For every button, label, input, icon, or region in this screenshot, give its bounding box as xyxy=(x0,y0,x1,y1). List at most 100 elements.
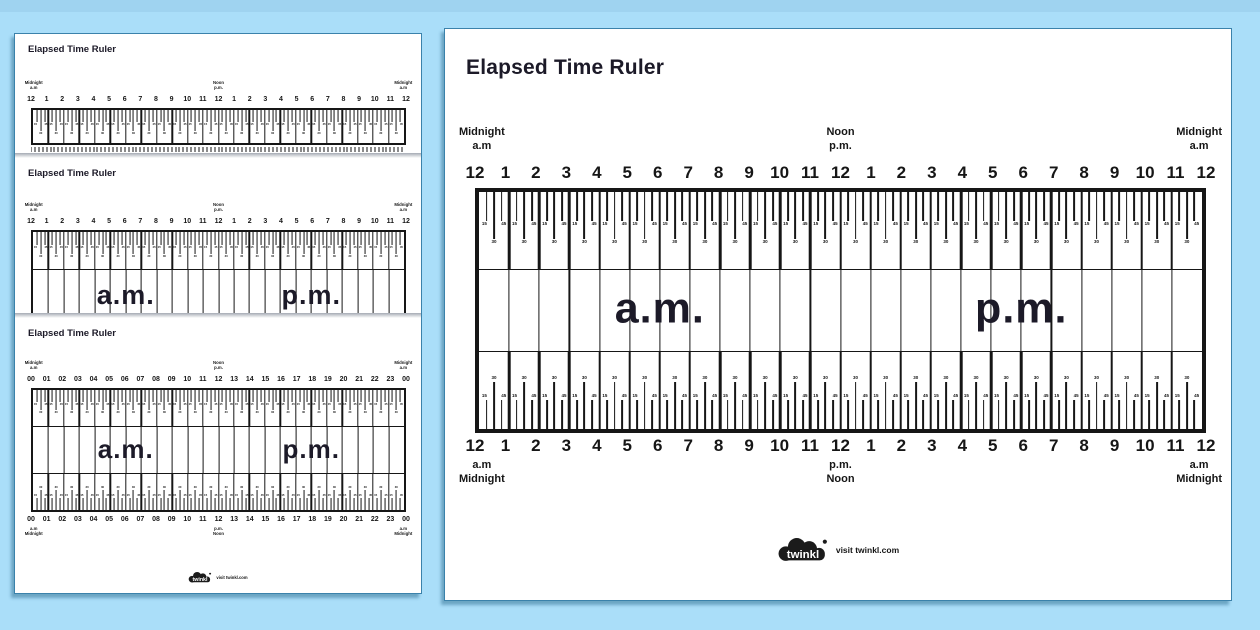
minute-tick-label: 45 xyxy=(892,393,898,399)
minute-tick-label: 45 xyxy=(152,121,156,126)
minute-tick-label: 45 xyxy=(245,121,249,126)
minute-tick xyxy=(221,389,223,402)
minute-tick-label: 15 xyxy=(873,220,879,226)
minute-tick xyxy=(1042,191,1045,221)
minute-tick-label: 15 xyxy=(204,121,208,126)
minute-tick xyxy=(221,109,223,122)
tick-dash xyxy=(202,146,204,152)
minute-tick-label: 45 xyxy=(245,492,249,497)
minute-tick-label: 45 xyxy=(399,401,403,406)
hour-number: 1 xyxy=(500,163,511,183)
tick-dash xyxy=(358,146,360,152)
minute-tick xyxy=(353,389,355,402)
minute-tick-label: 30 xyxy=(702,238,708,244)
minute-tick-label: 45 xyxy=(591,220,597,226)
minute-tick-label: 15 xyxy=(994,220,1000,226)
minute-tick xyxy=(113,109,115,122)
minute-tick-label: 15 xyxy=(234,492,239,497)
minute-tick-label: 15 xyxy=(358,121,362,126)
minute-tick-label: 30 xyxy=(394,484,398,489)
minute-tick-label: 15 xyxy=(49,401,53,406)
minute-tick-label: 45 xyxy=(1073,393,1079,399)
tick-dash xyxy=(307,146,309,152)
minute-tick xyxy=(206,497,208,510)
minute-tick xyxy=(330,497,332,510)
minute-tick-label: 15 xyxy=(963,220,969,226)
minute-tick xyxy=(318,389,320,410)
minute-tick-label: 30 xyxy=(209,253,213,258)
hour-line xyxy=(94,109,96,143)
minute-tick xyxy=(98,389,100,402)
minute-tick xyxy=(636,191,639,221)
minute-tick xyxy=(163,489,165,510)
hour-line xyxy=(1080,351,1083,429)
minute-tick-label: 30 xyxy=(332,409,336,414)
minute-tick-label: 45 xyxy=(291,401,295,406)
minute-tick xyxy=(314,497,316,510)
minute-tick xyxy=(314,231,316,245)
hour-number: 5 xyxy=(294,218,299,226)
minute-tick-label: 30 xyxy=(317,253,321,258)
minute-tick xyxy=(530,191,533,221)
minute-tick xyxy=(190,109,192,122)
hour-line xyxy=(202,109,204,143)
ruler-endpoint-label: Midnight xyxy=(1176,126,1223,138)
minute-tick-label: 15 xyxy=(49,121,53,126)
hour-line xyxy=(372,473,374,510)
minute-tick xyxy=(82,497,84,510)
hour-number: 7 xyxy=(1048,163,1059,183)
minute-tick-label: 45 xyxy=(772,393,778,399)
hour-line xyxy=(900,269,902,351)
hour-number: 6 xyxy=(653,163,663,183)
minute-tick-label: 45 xyxy=(802,393,808,399)
hour-line xyxy=(125,389,127,426)
minute-tick xyxy=(260,389,262,402)
minute-tick xyxy=(299,109,301,122)
minute-tick-label: 45 xyxy=(214,121,218,126)
minute-tick-label: 30 xyxy=(193,409,197,414)
tick-dash xyxy=(401,146,403,152)
hour-line xyxy=(989,351,993,429)
minute-tick-label: 30 xyxy=(379,253,383,258)
minute-tick xyxy=(36,497,38,510)
hour-number: 3 xyxy=(75,96,80,104)
hour-number: 04 xyxy=(89,515,98,523)
hour-number: 00 xyxy=(402,515,410,523)
minute-tick-label: 45 xyxy=(90,401,94,406)
hour-number: 5 xyxy=(988,163,998,183)
minute-tick-label: 30 xyxy=(162,253,166,258)
minute-tick-label: 45 xyxy=(681,393,687,399)
hour-line xyxy=(109,269,111,313)
minute-tick-label: 15 xyxy=(327,121,331,126)
hour-line xyxy=(1170,351,1174,429)
minute-tick-label: 45 xyxy=(501,220,507,226)
minute-tick-label: 30 xyxy=(317,484,321,489)
minute-tick-label: 15 xyxy=(157,401,161,406)
hour-number: 04 xyxy=(89,376,98,384)
tick-dash xyxy=(135,146,137,152)
hour-number: 10 xyxy=(1135,163,1155,183)
minute-tick-label: 45 xyxy=(121,401,125,406)
minute-tick xyxy=(553,191,556,239)
minute-tick xyxy=(794,381,797,429)
minute-tick xyxy=(133,231,134,254)
hour-line xyxy=(507,351,511,429)
minute-tick-label: 15 xyxy=(173,244,177,249)
minute-tick-label: 15 xyxy=(126,121,130,126)
hour-line xyxy=(688,351,692,429)
ruler-endpoint-label: Noon xyxy=(826,472,855,485)
minute-tick-label: 30 xyxy=(70,130,74,135)
tick-dash xyxy=(280,146,282,152)
hour-number: 22 xyxy=(370,515,379,523)
hour-line xyxy=(125,473,127,510)
minute-tick-label: 45 xyxy=(531,220,537,226)
hour-line xyxy=(749,269,751,351)
hour-number: 11 xyxy=(801,163,820,183)
hour-number: 9 xyxy=(1109,163,1120,183)
ruler-endpoint-label: Midnight xyxy=(394,531,413,537)
twinkl-logo-icon: twinkl xyxy=(189,571,212,583)
hour-number: 11 xyxy=(199,515,207,523)
hour-number: 3 xyxy=(75,218,80,226)
